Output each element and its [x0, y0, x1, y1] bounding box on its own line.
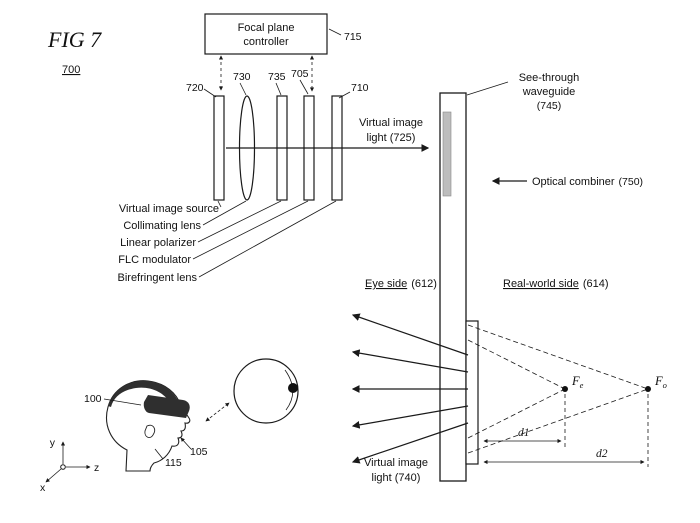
polarizer-ref: 735 [268, 71, 286, 83]
head-strap [108, 380, 180, 407]
fe-subscript: e [580, 380, 584, 390]
light-top-line2: light (725) [367, 132, 416, 144]
fe-construction-line-bottom [467, 388, 566, 439]
figure-title: FIG 7 [47, 27, 102, 52]
light-top-line1: Virtual image [359, 117, 423, 129]
axes-origin [60, 464, 66, 470]
out-coupling-region [465, 320, 479, 465]
polarizer-ref-leader [275, 82, 282, 96]
head-illustration: 100 105 115 [84, 380, 230, 472]
source-ref: 720 [186, 82, 204, 94]
hmd-ref-105: 105 [190, 446, 208, 458]
light-bottom-line1: Virtual image [364, 457, 428, 469]
real-world-side-text: Real-world side [503, 278, 579, 290]
waveguide-label-leader [466, 81, 509, 96]
hmd-ref-100-leader [103, 398, 142, 406]
real-world-side-label: Real-world side (614) [503, 278, 609, 290]
pupil-dot [288, 383, 298, 393]
flc-label-leader [192, 200, 309, 260]
flc-ref: 705 [291, 68, 309, 80]
polarizer-label-leader [197, 200, 282, 243]
source-label-leader [217, 200, 222, 208]
z-axis-label: z [94, 462, 99, 474]
virtual-image-source-bar [213, 95, 225, 201]
optical-combiner-label: Optical combiner (750) [532, 176, 643, 188]
fo-construction-line-bottom [467, 388, 649, 454]
focal-construction: Fe Fo d1 d2 [467, 324, 667, 467]
controller-ref-leader [328, 28, 342, 36]
controller-label-line1: Focal plane [238, 22, 295, 34]
focal-point-fe [562, 386, 568, 392]
focal-plane-controller-box [204, 13, 328, 55]
controller-label-line2: controller [243, 36, 289, 48]
head-eye-arrow [205, 402, 230, 422]
lens-label: Collimating lens [123, 220, 201, 232]
fo-construction-line-top [467, 324, 649, 390]
optical-combiner-text: Optical combiner [532, 176, 615, 188]
focal-plane-controller: Focal plane controller 715 [204, 13, 362, 92]
light-rays [351, 313, 469, 464]
flc-label: FLC modulator [118, 254, 191, 266]
optical-combiner-ref: (750) [619, 176, 644, 188]
fe-construction-line-top [467, 339, 566, 390]
controller-ref: 715 [344, 31, 362, 43]
light-bottom-line2: light (740) [372, 472, 421, 484]
source-ref-leader [203, 88, 217, 98]
component-labels: Virtual image source Collimating lens Li… [118, 200, 337, 284]
lens-ref: 730 [233, 71, 251, 83]
eyeball-circle [233, 358, 299, 424]
birefringent-label: Birefringent lens [118, 272, 198, 284]
waveguide-ref: (745) [537, 100, 562, 112]
eye-side-label: Eye side (612) [365, 278, 437, 290]
birefringent-ref-leader [338, 91, 351, 99]
ear-shape [144, 424, 156, 438]
lens-ref-leader [239, 82, 247, 96]
polarizer-label: Linear polarizer [120, 237, 196, 249]
y-axis-label: y [50, 437, 56, 449]
focal-point-fo [645, 386, 651, 392]
d2-label: d2 [596, 448, 608, 460]
waveguide-label-line2: waveguide [522, 86, 576, 98]
waveguide-label-line1: See-through [519, 72, 580, 84]
eye-side-text: Eye side [365, 278, 407, 290]
x-axis-label: x [40, 482, 46, 494]
x-axis-arrow [45, 468, 62, 483]
birefringent-ref: 710 [351, 82, 369, 94]
real-world-side-ref: (614) [583, 278, 609, 290]
eye-side-ref: (612) [411, 278, 437, 290]
flc-ref-leader [299, 79, 309, 95]
hmd-visor [143, 395, 190, 418]
eye-illustration [233, 358, 299, 424]
axes-indicator: y z x [40, 437, 99, 494]
source-label: Virtual image source [119, 203, 219, 215]
fo-subscript: o [663, 380, 667, 390]
fo-label: Fo [654, 374, 667, 390]
light-ray [351, 349, 469, 373]
hmd-ref-115-leader [154, 448, 164, 460]
hmd-ref-105-leader [180, 437, 192, 450]
in-coupling-grating [442, 111, 452, 197]
d1-label: d1 [518, 427, 530, 439]
figure-number: 700 [62, 64, 80, 76]
hmd-ref-115: 115 [165, 457, 182, 469]
light-ray [351, 422, 469, 464]
waveguide-group: See-through waveguide (745) Optical comb… [439, 72, 643, 482]
lens-label-leader [202, 200, 247, 226]
fo-symbol: F [654, 374, 663, 388]
hmd-ref-100: 100 [84, 393, 102, 405]
fe-symbol: F [571, 374, 580, 388]
light-ray [351, 405, 469, 429]
fe-label: Fe [571, 374, 584, 390]
light-ray [351, 313, 469, 356]
birefringent-label-leader [198, 200, 337, 278]
optical-stack: 720 730 735 705 710 [186, 68, 369, 201]
